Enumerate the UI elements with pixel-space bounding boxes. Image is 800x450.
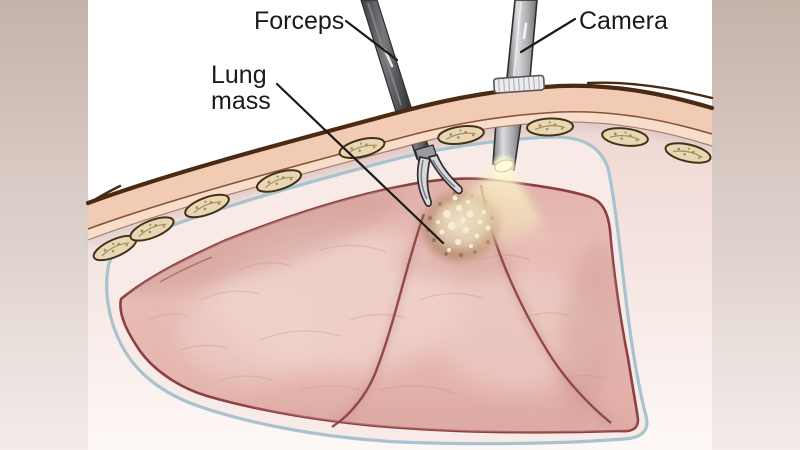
camera-scope-tip <box>492 121 522 178</box>
label-lung-mass: Lung mass <box>211 61 271 115</box>
camera-lens <box>494 159 514 173</box>
frame-left <box>0 0 88 450</box>
subcutaneous-layer <box>88 111 712 240</box>
lung <box>119 177 640 434</box>
lung-mass-leader-line <box>275 82 445 245</box>
camera-light-beam <box>432 160 548 252</box>
frame-right <box>712 0 800 450</box>
lung-fissure-left <box>331 213 426 429</box>
lung-shading <box>120 182 639 433</box>
skin-crease-right <box>586 81 714 100</box>
label-camera: Camera <box>579 7 668 35</box>
rib <box>525 116 575 138</box>
forceps-leader-line <box>344 19 399 62</box>
lung-texture-lines <box>149 244 605 395</box>
forceps-jaw-right <box>427 153 463 195</box>
camera-scope-upper <box>492 0 546 94</box>
skin-layer <box>88 85 712 240</box>
camera-rod-highlight <box>522 22 528 40</box>
camera-leader-line <box>519 17 577 54</box>
leader-lines <box>275 17 577 245</box>
skin-crease-left <box>86 184 122 206</box>
dermis-line <box>87 110 713 230</box>
label-forceps: Forceps <box>254 7 345 35</box>
camera-collar <box>492 74 546 94</box>
skin-surface-line <box>85 83 715 206</box>
lung-crease <box>159 256 213 283</box>
chest-wall <box>85 81 715 267</box>
